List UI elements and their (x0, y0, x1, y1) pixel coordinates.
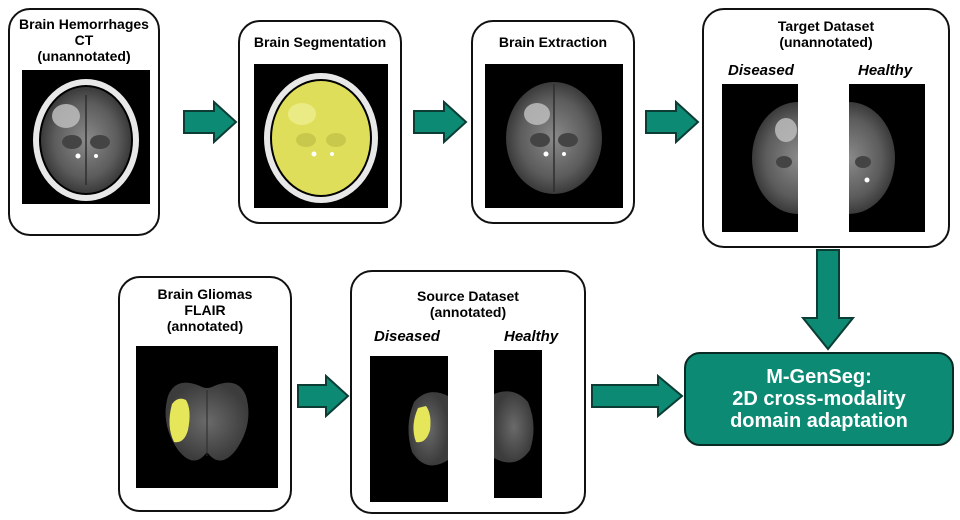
title-line: Brain Extraction (498, 34, 608, 50)
result-box-m-genseg: M-GenSeg: 2D cross-modality domain adapt… (684, 352, 954, 446)
card-source-dataset: Source Dataset (annotated) Diseased Heal… (350, 270, 586, 514)
card-title: Brain Segmentation (240, 34, 400, 50)
arrow-right-icon (413, 100, 468, 144)
source-healthy-image (494, 350, 542, 498)
title-line: Target Dataset (777, 18, 875, 34)
arrow-right-icon (645, 100, 700, 144)
card-brain-segmentation: Brain Segmentation (238, 20, 402, 224)
result-line: domain adaptation (730, 410, 908, 432)
title-line: FLAIR (184, 302, 226, 318)
arrow-right-icon (183, 100, 238, 144)
ct-scan-image (22, 70, 150, 204)
title-line: (annotated) (429, 304, 507, 320)
card-brain-hemorrhages: Brain Hemorrhages CT (unannotated) (8, 8, 160, 236)
diseased-label: Diseased (728, 62, 794, 79)
healthy-label: Healthy (504, 328, 559, 345)
flair-image (136, 346, 278, 488)
arrow-down-icon (800, 249, 856, 351)
title-line: (unannotated) (37, 48, 131, 64)
healthy-label: Healthy (858, 62, 913, 79)
arrow-right-icon (297, 374, 350, 418)
result-line: M-GenSeg: (766, 366, 872, 388)
segmentation-image (254, 64, 388, 208)
card-title: Brain Hemorrhages CT (unannotated) (10, 16, 158, 64)
card-title: Brain Gliomas FLAIR (annotated) (120, 286, 290, 334)
card-brain-extraction: Brain Extraction (471, 20, 635, 224)
title-line: (unannotated) (779, 34, 873, 50)
title-line: Brain Gliomas (157, 286, 253, 302)
arrow-right-icon (591, 374, 684, 418)
result-line: 2D cross-modality (732, 388, 906, 410)
extraction-image (485, 64, 623, 208)
target-diseased-image (722, 84, 798, 232)
title-line: CT (74, 32, 94, 48)
card-target-dataset: Target Dataset (unannotated) Diseased He… (702, 8, 950, 248)
diseased-label: Diseased (374, 328, 440, 345)
card-title: Target Dataset (unannotated) (704, 18, 948, 50)
title-line: Brain Hemorrhages (19, 16, 149, 32)
title-line: (annotated) (166, 318, 244, 334)
card-title: Brain Extraction (473, 34, 633, 50)
title-line: Source Dataset (417, 288, 519, 304)
title-line: Brain Segmentation (253, 34, 387, 50)
card-title: Source Dataset (annotated) (352, 288, 584, 320)
card-brain-gliomas: Brain Gliomas FLAIR (annotated) (118, 276, 292, 512)
source-diseased-image (370, 356, 448, 502)
target-healthy-image (849, 84, 925, 232)
